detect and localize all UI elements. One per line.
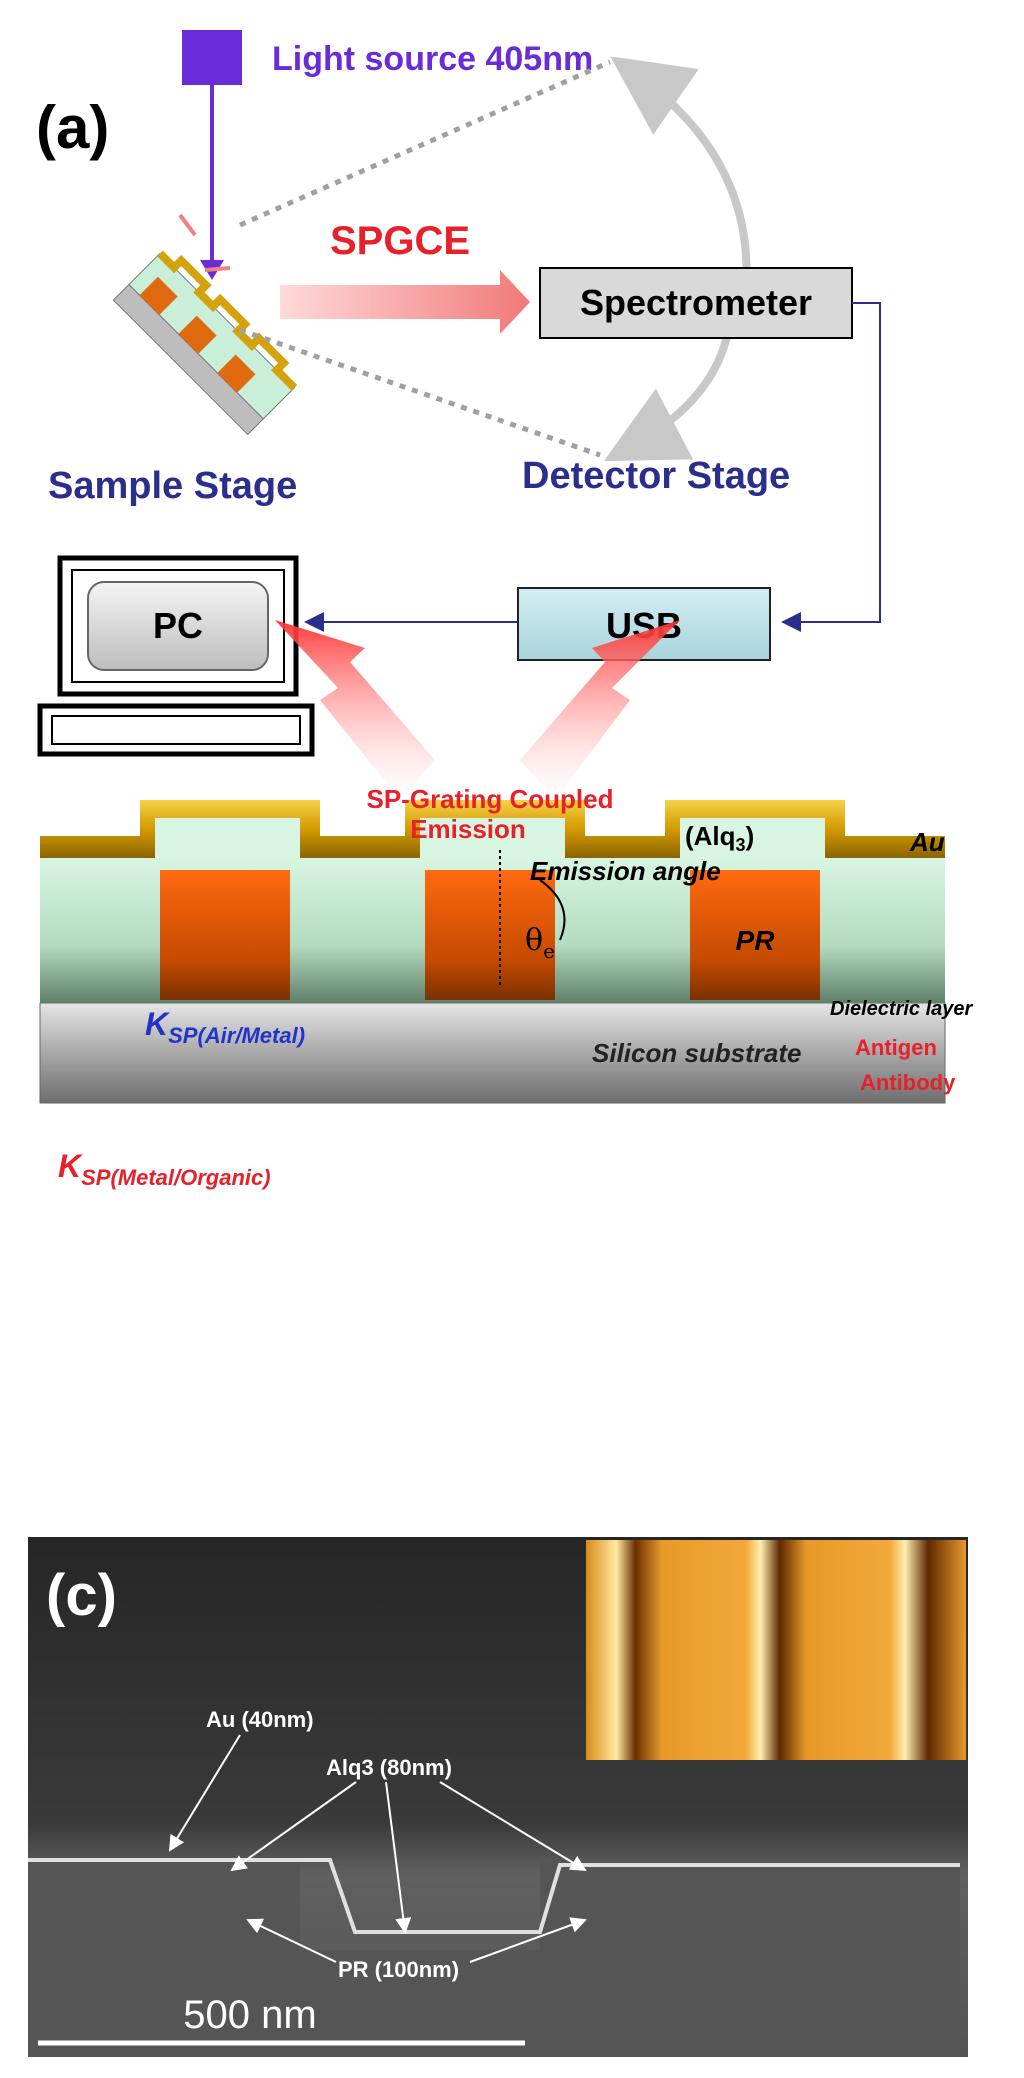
emission-arrow-left (275, 620, 435, 800)
pc-keyboard (37, 703, 315, 757)
pr-pointer-2 (469, 1917, 587, 1963)
detector-rotation-up-arrow (610, 56, 751, 301)
sem-surface-profile (28, 1858, 960, 1934)
panel-a: (a) Light source 405nm SPGCE Spectromete… (36, 30, 881, 757)
alq3-ridge-1 (155, 818, 300, 858)
silicon-substrate (39, 1002, 946, 1104)
reflection-arrow (178, 213, 197, 237)
alq3-ridge-3 (680, 818, 825, 858)
alq3-ridge-2 (420, 818, 565, 858)
pr-block-1 (160, 870, 290, 1000)
au-thickness-label: Au (40nm) (206, 1707, 314, 1732)
alq3-thickness-label: Alq3 (80nm) (326, 1755, 452, 1780)
pr-thickness-label: PR (100nm) (338, 1957, 459, 1982)
au-pointer (168, 1734, 241, 1852)
au-label: Au (909, 827, 945, 857)
pc-keyboard-inner (51, 715, 301, 745)
alq3-label: (Alq3) (685, 821, 754, 855)
silicon-label: Silicon substrate (592, 1038, 802, 1068)
antibody-label: Antibody (860, 1070, 956, 1095)
antigen-label: Antigen (855, 1035, 937, 1060)
spectrometer-label: Spectrometer (580, 282, 812, 323)
pr-pointer-1 (246, 1918, 337, 1963)
detector-path-lower (239, 327, 601, 458)
spectrometer-to-usb-cable (781, 302, 881, 632)
pc-screen (87, 581, 269, 671)
pr-block-3 (690, 870, 820, 1000)
emission-label-line2: Emission (410, 814, 526, 844)
alq3-pointer-2 (385, 1781, 412, 1934)
sample-stage-label: Sample Stage (48, 465, 297, 507)
panel-a-label: (a) (36, 94, 109, 161)
pc-label: PC (153, 605, 203, 646)
detector-rotation-down-arrow (603, 319, 734, 462)
spgce-label: SPGCE (330, 219, 470, 263)
emission-label-line1: SP-Grating Coupled (367, 784, 614, 814)
panel-c: (c) Au (40nm) Alq3 (80nm) PR (100nm) 500… (28, 1537, 968, 2057)
angle-arc (539, 879, 566, 941)
scale-bar-label: 500 nm (183, 1993, 316, 2037)
pr-block-2 (425, 870, 555, 1000)
sem-substrate (28, 1858, 960, 2057)
ksp-air-metal-label: KSP(Air/Metal) (145, 1006, 305, 1048)
spgce-arrow (280, 270, 530, 334)
emission-arrow-small (204, 266, 231, 272)
alq3-pointer-3 (439, 1781, 587, 1872)
sample-grating (112, 250, 298, 436)
au-layer (40, 800, 945, 858)
afm-inset (586, 1540, 966, 1760)
ksp-metal-organic-label: KSP(Metal/Organic) (58, 1148, 271, 1190)
detector-stage-label: Detector Stage (522, 455, 790, 497)
dielectric-label: Dielectric layer (830, 998, 974, 1020)
light-source-label: Light source 405nm (272, 40, 593, 78)
panel-c-label: (c) (46, 1563, 117, 1628)
light-source-box (182, 30, 242, 85)
pr-label: PR (736, 925, 776, 956)
emission-angle-label: Emission angle (530, 856, 721, 886)
spectrometer-box (539, 267, 853, 339)
emission-arrow-right (520, 620, 680, 800)
theta-label: θe (525, 923, 555, 963)
alq3-pointer-1 (230, 1781, 357, 1872)
panel-b: Silicon substrate PR Au (Alq3) SP-Gratin… (39, 620, 974, 1190)
detector-path-upper (238, 59, 612, 228)
